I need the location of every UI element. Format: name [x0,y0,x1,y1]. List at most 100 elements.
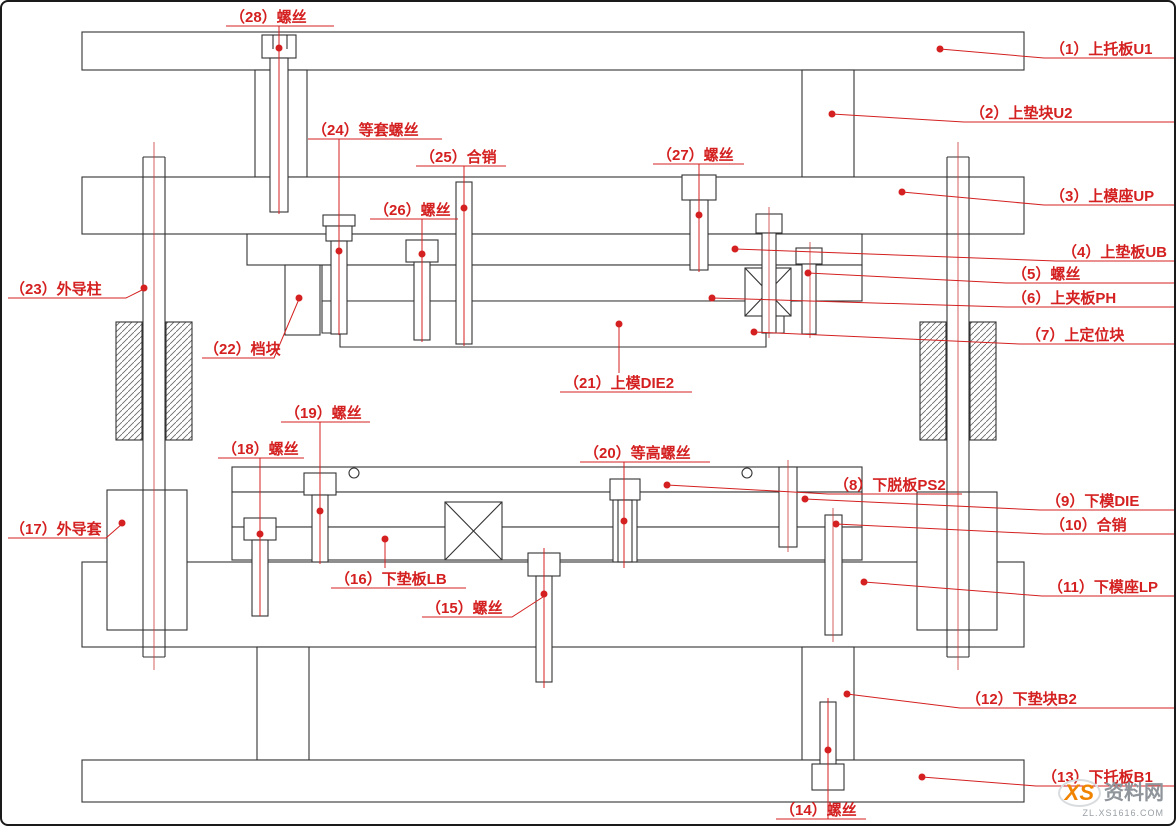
watermark: XS 资料网 ZL.XS1616.COM [1057,779,1164,818]
callout-25: （25）合销 [416,148,506,346]
callout-2-label: （2）上垫块U2 [970,104,1073,122]
callout-19-leader [281,421,370,564]
callout-7-dot [750,328,758,336]
callout-12-dot [843,690,851,698]
part-guide-sleeve-right [916,491,998,631]
callout-19-label: （19）螺丝 [285,404,362,422]
callout-1-dot [936,45,944,53]
lifter-pin-right [741,467,753,479]
callout-24-leader [308,138,442,335]
callout-12: （12）下垫块B2 [843,690,1174,709]
callout-27-label: （27）螺丝 [657,146,734,164]
callout-21-leader [560,324,692,393]
lifter-pin-left [348,467,360,479]
callout-25-leader [416,165,506,346]
part-lower-locating-block [444,501,503,561]
callout-21-label: （21）上模DIE2 [564,374,674,392]
callout-27: （27）螺丝 [653,146,744,272]
callout-10-dot [832,520,840,528]
callout-6-leader [711,297,1174,308]
callout-26: （26）螺丝 [370,201,458,342]
callout-11-leader [863,581,1174,597]
guide-posts [142,156,970,658]
callout-3: （3）上模座UP [898,187,1174,206]
bushing-left-inner [165,321,193,441]
callout-24-dot [335,247,343,255]
callout-9-label: （9）下模DIE [1046,492,1139,510]
callout-8-label: （8）下脱板PS2 [834,476,946,494]
callout-23: （23）外导柱 [8,280,148,299]
callout-7-leader [753,331,1174,345]
callout-7: （7）上定位块 [750,326,1174,345]
callout-16-leader [331,539,466,589]
callout-12-label: （12）下垫块B2 [966,690,1077,708]
callout-11-dot [860,578,868,586]
callout-1: （1）上托板U1 [936,40,1174,59]
callout-8: （8）下脱板PS2 [663,476,962,495]
callout-6-label: （6）上夹板PH [1012,289,1116,307]
callout-3-dot [898,188,906,196]
callout-23-dot [140,284,148,292]
part-upper-spacer-u2-right [801,69,855,178]
callout-24: （24）等套螺丝 [308,121,442,335]
callout-11: （11）下模座LP [860,578,1174,597]
callout-10-leader [835,523,1174,535]
callout-28-leader [226,25,334,214]
lower-die-half [81,466,1025,803]
callout-6: （6）上夹板PH [708,289,1174,308]
part-guide-post-right [946,156,970,658]
callout-8-leader [666,484,962,495]
callout-16: （16）下垫板LB [331,535,466,589]
callout-3-leader [901,191,1174,206]
callout-2: （2）上垫块U2 [828,104,1174,123]
callout-14-leader [776,698,866,820]
part-guide-post-left [142,156,166,658]
callout-6-dot [708,294,716,302]
callout-9-leader [804,498,1174,511]
part-upper-die2-plate [321,300,785,348]
watermark-url: ZL.XS1616.COM [1082,808,1164,818]
callout-17-label: （17）外导套 [10,520,103,538]
part-upper-holder-up [81,176,1025,235]
callout-17: （17）外导套 [8,519,126,539]
callout-5: （5）螺丝 [804,265,1174,284]
callout-4-dot [731,245,739,253]
callout-18: （18）螺丝 [218,440,304,616]
callout-16-label: （16）下垫板LB [335,570,447,588]
callout-14: （14）螺丝 [776,698,866,820]
callout-15-dot [540,590,548,598]
callout-23-leader [8,288,145,299]
callout-15-leader [422,548,545,688]
bushing-right-outer [969,321,997,441]
bushing-right-inner [919,321,947,441]
callout-22-dot [295,294,303,302]
part-guide-sleeve-left [106,489,188,631]
callout-4: （4）上垫板UB [731,243,1174,262]
callout-18-label: （18）螺丝 [222,440,299,458]
bushing-left-outer [115,321,143,441]
part-lower-spacer-b2-left [256,646,310,761]
callout-2-dot [828,110,836,118]
part-upper-top-plate-u1 [81,31,1025,71]
callout-20-label: （20）等高螺丝 [584,444,691,462]
callouts-layer: （1）上托板U1 （2）上垫块U2 （3）上模座UP （4）上垫板UB （5）螺… [8,8,1174,820]
callout-1-label: （1）上托板U1 [1050,40,1153,58]
callout-25-label: （25）合销 [420,148,497,166]
callout-8-dot [663,481,671,489]
callout-28: （28）螺丝 [226,8,334,214]
callout-21: （21）上模DIE2 [560,320,692,393]
callout-12-leader [846,693,1174,709]
callout-20-leader [580,461,710,568]
centerlines [153,142,959,670]
callout-20: （20）等高螺丝 [580,444,710,568]
callout-2-leader [831,113,1174,123]
callout-17-leader [8,523,123,539]
shoulder-screw-20 [609,478,641,563]
callout-18-dot [256,530,264,538]
callout-4-label: （4）上垫板UB [1062,243,1167,261]
callout-22: （22）档块 [202,294,303,359]
callout-14-label: （14）螺丝 [780,801,857,819]
callout-13-dot [918,773,926,781]
